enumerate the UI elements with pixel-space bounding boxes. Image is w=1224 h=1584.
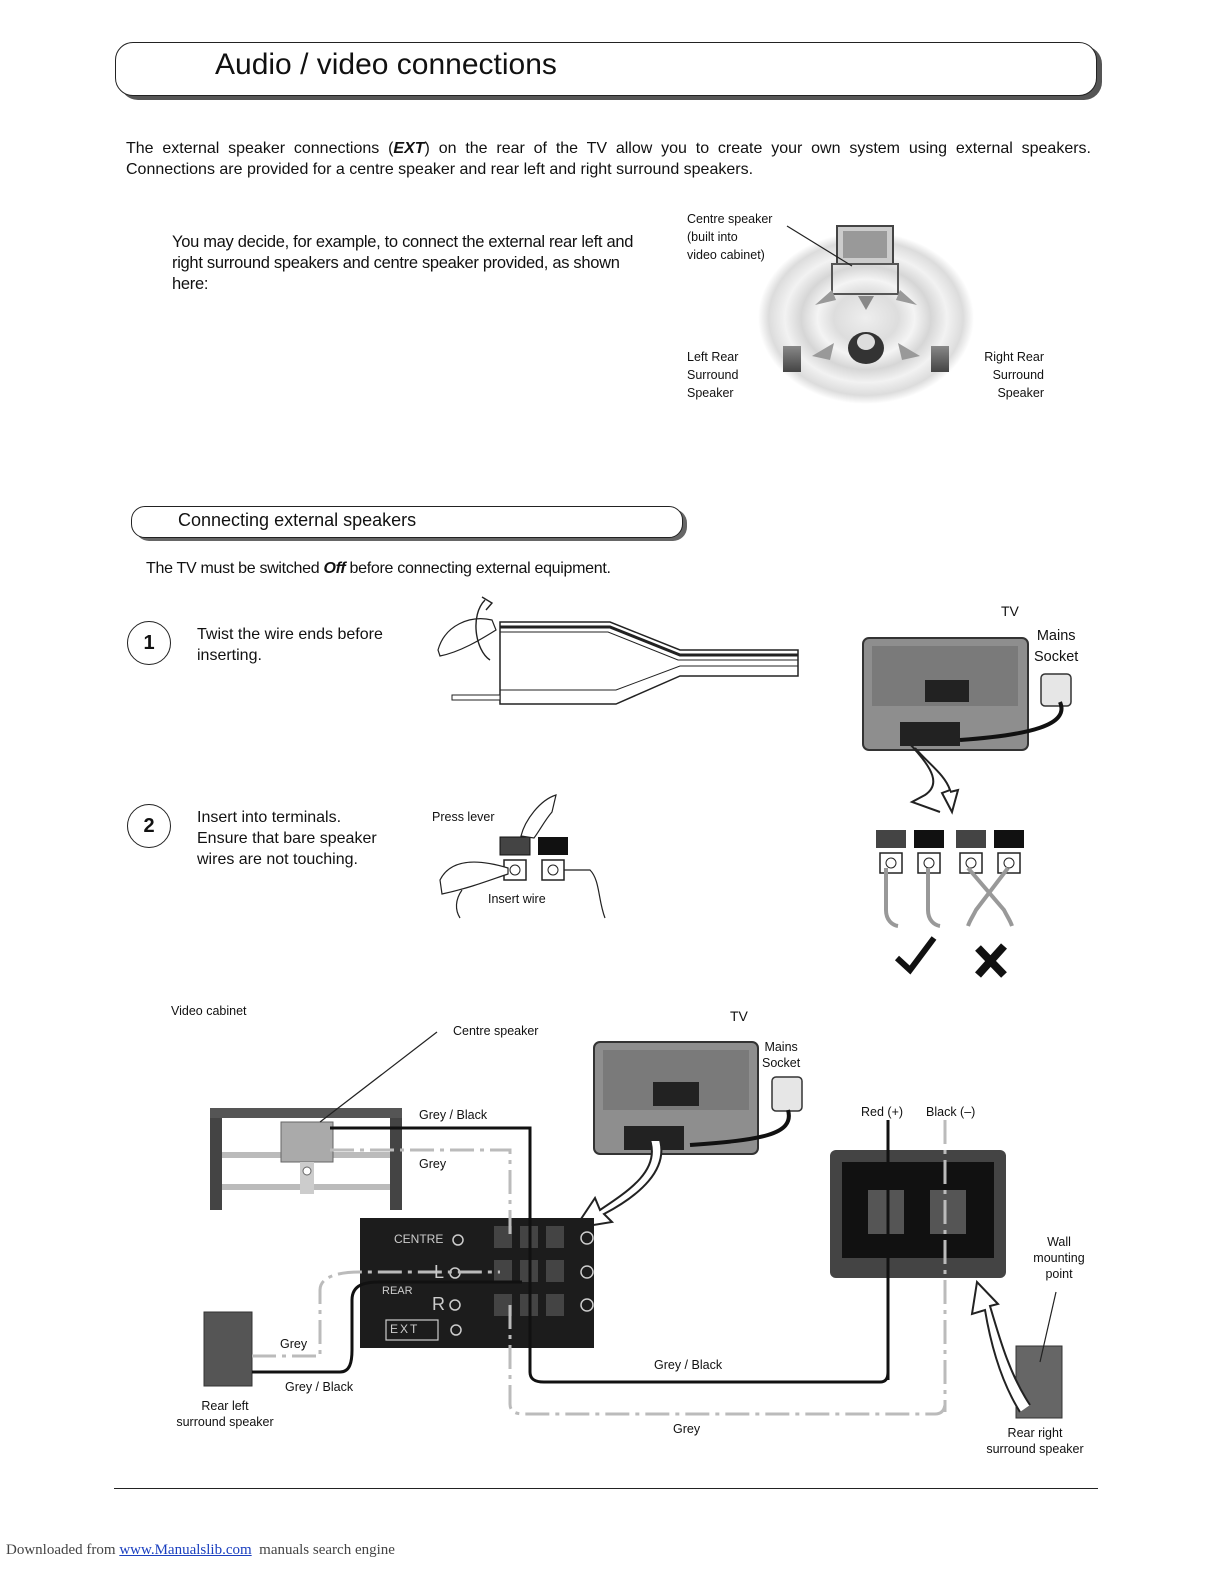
- grey-top-label: Grey: [419, 1157, 447, 1171]
- grey-black-top-label: Grey / Black: [419, 1108, 488, 1122]
- wiring-diagram: [203, 1031, 1063, 1419]
- footer-divider: [114, 1488, 1098, 1489]
- wall-line3: point: [1045, 1267, 1073, 1281]
- intro-text-b: ) on the rear of the TV allow you to cre…: [126, 140, 1091, 178]
- mains-bottom-line1: Mains: [764, 1040, 798, 1054]
- tv-label-top: TV: [1001, 603, 1019, 619]
- grey-black-bottom-label: Grey / Black: [654, 1358, 723, 1372]
- step-1-text: Twist the wire ends before inserting.: [197, 624, 383, 666]
- mains-bottom-line2: Socket: [762, 1056, 801, 1070]
- terminal-correct-incorrect: [876, 830, 1024, 978]
- warning-text-a: The TV must be switched: [146, 560, 324, 577]
- intro-text-a: The external speaker connections (: [126, 140, 394, 157]
- step-1-line1: Twist the wire ends before: [197, 626, 383, 643]
- panel-ext-label: EXT: [390, 1322, 420, 1336]
- grey-bottom-label: Grey: [673, 1422, 701, 1436]
- right-label-line2: Surround: [992, 368, 1044, 382]
- mains-socket-label-bottom: Mains Socket: [762, 1039, 800, 1071]
- red-plus-label: Red (+): [861, 1105, 904, 1119]
- cross-icon: [975, 943, 1007, 978]
- video-cabinet-label: Video cabinet: [171, 1004, 247, 1018]
- grey-black-left-label: Grey / Black: [285, 1380, 354, 1394]
- centre-label-line1: Centre speaker: [687, 212, 773, 226]
- step-2-text: Insert into terminals. Ensure that bare …: [197, 807, 377, 870]
- step-2-number: 2: [127, 804, 171, 848]
- warning-text-b: before connecting external equipment.: [345, 560, 611, 577]
- tv-label-bottom: TV: [730, 1008, 748, 1024]
- black-minus-label: Black (–): [926, 1105, 976, 1119]
- rear-left-speaker-label: Rear left surround speaker: [170, 1398, 280, 1430]
- step-1-number: 1: [127, 621, 171, 665]
- rear-left-line2: surround speaker: [176, 1415, 274, 1429]
- rear-right-speaker-label: Rear right surround speaker: [978, 1425, 1092, 1457]
- section-title-box: [131, 506, 683, 538]
- centre-label-line2: (built into: [687, 230, 738, 244]
- manualslib-link[interactable]: www.Manualslib.com: [119, 1542, 252, 1558]
- right-rear-label: Right Rear Surround Speaker: [970, 348, 1044, 402]
- mains-top-line1: Mains: [1036, 628, 1076, 644]
- wall-line1: Wall: [1047, 1235, 1071, 1249]
- wall-mounting-label: Wall mounting point: [1022, 1234, 1096, 1282]
- left-label-line2: Surround: [687, 368, 739, 382]
- left-label-line1: Left Rear: [687, 350, 739, 364]
- twisted-wire-illustration: [437, 596, 799, 705]
- step-2-line3: wires are not touching.: [197, 851, 358, 868]
- intro-ext: EXT: [393, 140, 425, 157]
- off-warning: The TV must be switched Off before conne…: [146, 560, 611, 578]
- rear-right-line2: surround speaker: [986, 1442, 1084, 1456]
- step-1-line2: inserting.: [197, 647, 262, 664]
- panel-rear-label: REAR: [382, 1285, 413, 1297]
- wall-line2: mounting: [1033, 1251, 1085, 1265]
- page-title: Audio / video connections: [215, 48, 557, 81]
- right-label-line1: Right Rear: [984, 350, 1044, 364]
- warning-emph: Off: [323, 560, 346, 577]
- intro-paragraph: The external speaker connections (EXT) o…: [126, 138, 1091, 180]
- section-title: Connecting external speakers: [178, 510, 417, 530]
- left-label-line3: Speaker: [687, 386, 734, 400]
- left-rear-label: Left Rear Surround Speaker: [687, 348, 738, 402]
- insert-wire-label: Insert wire: [488, 892, 546, 906]
- panel-centre-label: CENTRE: [394, 1232, 444, 1246]
- grey-left-label: Grey: [280, 1337, 308, 1351]
- right-label-line3: Speaker: [997, 386, 1044, 400]
- surround-diagram: [758, 225, 974, 404]
- mains-socket-label-top: Mains Socket: [1034, 626, 1078, 668]
- example-note: You may decide, for example, to connect …: [172, 233, 634, 293]
- page-title-box: [115, 42, 1097, 96]
- panel-l-label: L: [434, 1262, 445, 1282]
- step-2-line2: Ensure that bare speaker: [197, 830, 377, 847]
- centre-speaker-wiring-label: Centre speaker: [453, 1024, 539, 1038]
- terminal-insert-illustration: [439, 794, 606, 919]
- centre-label-line3: video cabinet): [687, 248, 765, 262]
- press-lever-label: Press lever: [432, 810, 495, 824]
- tv-rear-illustration: [862, 637, 1072, 815]
- mains-top-line2: Socket: [1034, 649, 1079, 665]
- centre-speaker-label: Centre speaker (built into video cabinet…: [687, 210, 772, 264]
- step-2-line1: Insert into terminals.: [197, 809, 342, 826]
- footer-prefix: Downloaded from: [6, 1542, 120, 1558]
- footer-suffix: manuals search engine: [251, 1542, 395, 1558]
- check-icon: [894, 936, 937, 975]
- panel-r-label: R: [432, 1294, 445, 1314]
- footer: Downloaded from www.Manualslib.com manua…: [6, 1542, 395, 1559]
- rear-left-line1: Rear left: [201, 1399, 249, 1413]
- rear-right-line1: Rear right: [1007, 1426, 1063, 1440]
